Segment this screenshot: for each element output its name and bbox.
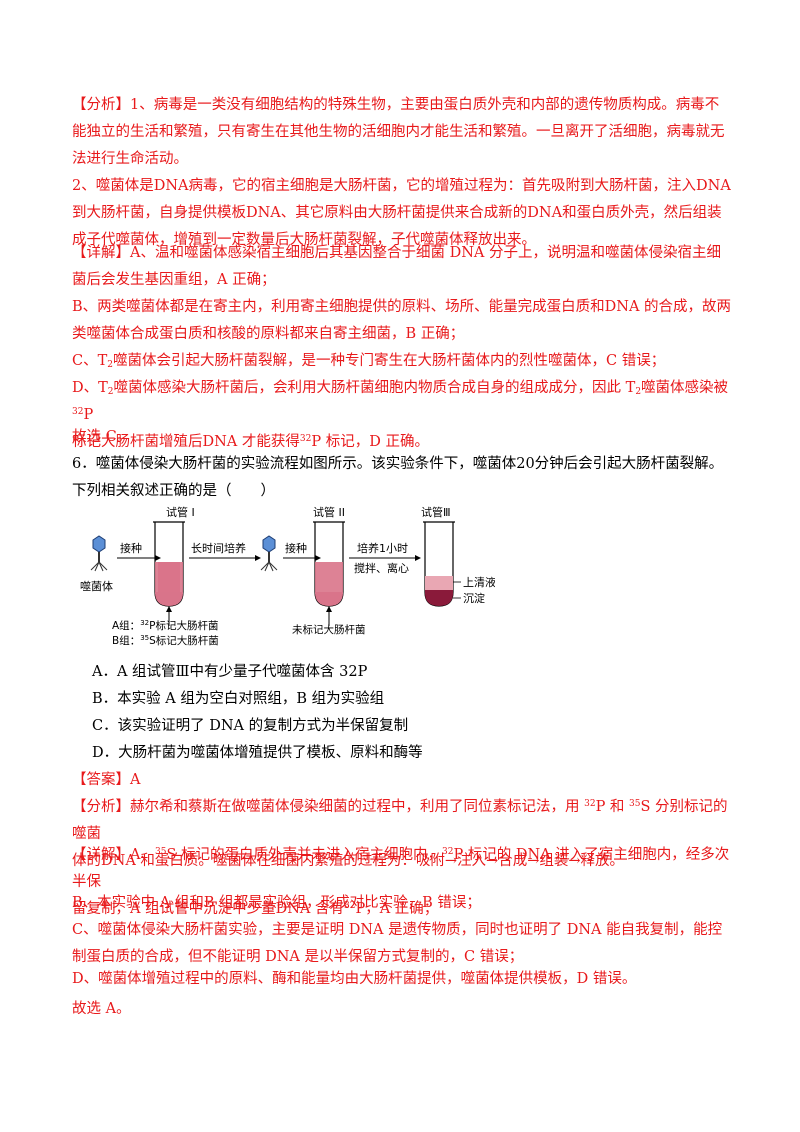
answer-line: 【答案】A xyxy=(72,772,141,788)
tube-1-label: 试管 I xyxy=(166,505,195,519)
phage-icon xyxy=(90,535,108,572)
detail-c-paragraph: C、T2噬菌体会引起大肠杆菌裂解，是一种专门寄生在大肠杆菌体内的烈性噬菌体，C … xyxy=(72,353,666,370)
option-c: C．该实验证明了 DNA 的复制方式为半保留复制 xyxy=(92,718,409,734)
experiment-diagram: 试管 I 试管 II 试管Ⅲ 噬菌体 接种 长时间培养 xyxy=(80,505,495,647)
long-culture-label: 长时间培养 xyxy=(191,541,246,555)
detail-d-paragraph: D、T2噬菌体感染大肠杆菌后，会利用大肠杆菌细胞内物质合成自身的组成成分，因此 … xyxy=(72,380,729,450)
detail-2-b: B、本实验中 A 组和B 组都是实验组，形成对比实验，B 错误； xyxy=(72,895,481,911)
detail-2-c: C、噬菌体侵染大肠杆菌实验，主要是证明 DNA 是遗传物质，同时也证明了 DNA… xyxy=(72,922,723,965)
tube-2-icon xyxy=(313,521,345,607)
group-a-label: A组：32P标记大肠杆菌 xyxy=(112,619,218,632)
answer-value: A xyxy=(130,772,141,788)
supernatant-label: 上清液 xyxy=(463,575,495,589)
tube-3-label: 试管Ⅲ xyxy=(421,505,451,519)
analysis-tag: 【分析】 xyxy=(72,97,130,113)
inoculate-label-1: 接种 xyxy=(120,541,142,555)
detail-2-d: D、噬菌体增殖过程中的原料、酶和能量均由大肠杆菌提供，噬菌体提供模板，D 错误。 xyxy=(72,971,637,987)
tube-2-label: 试管 II xyxy=(313,505,345,519)
option-a: A．A 组试管Ⅲ中有少量子代噬菌体含 32P xyxy=(92,664,368,680)
stir-centrifuge-label: 搅拌、离心 xyxy=(354,561,409,575)
inoculate-label-2: 接种 xyxy=(285,541,307,555)
detail-b-paragraph: B、两类噬菌体都是在寄主内，利用寄主细胞提供的原料、场所、能量完成蛋白质和DNA… xyxy=(72,299,732,342)
conclusion-1: 故选 C。 xyxy=(72,429,132,445)
phage-icon-2 xyxy=(260,535,278,572)
tube-3-icon xyxy=(423,521,455,607)
precipitate-label: 沉淀 xyxy=(463,591,485,605)
option-d: D．大肠杆菌为噬菌体增殖提供了模板、原料和酶等 xyxy=(92,745,423,761)
group-b-label: B组：35S标记大肠杆菌 xyxy=(112,634,219,647)
culture-1h-label: 培养1小时 xyxy=(357,541,408,555)
analysis-2-paragraph: 2、噬菌体是DNA病毒，它的宿主细胞是大肠杆菌，它的增殖过程为：首先吸附到大肠杆… xyxy=(72,178,731,248)
analysis-text-1: 1、病毒是一类没有细胞结构的特殊生物，主要由蛋白质外壳和内部的遗传物质构成。病毒… xyxy=(72,97,725,167)
detail-tag: 【详解】 xyxy=(72,245,130,261)
phage-label: 噬菌体 xyxy=(80,579,113,593)
analysis-1-paragraph: 【分析】1、病毒是一类没有细胞结构的特殊生物，主要由蛋白质外壳和内部的遗传物质构… xyxy=(72,92,732,173)
analysis-2-line-1: 【分析】赫尔希和蔡斯在做噬菌体侵染细菌的过程中，利用了同位素标记法，用 32P … xyxy=(72,799,728,869)
unlabeled-ecoli-label: 未标记大肠杆菌 xyxy=(292,623,366,636)
detail-2-a: 【详解】A、35S 标记的蛋白质外壳并未进入宿主细胞内，32P 标记的 DNA … xyxy=(72,847,730,917)
option-b: B．本实验 A 组为空白对照组，B 组为实验组 xyxy=(92,691,385,707)
tube-1-icon xyxy=(153,521,185,607)
question-stem: 6．噬菌体侵染大肠杆菌的实验流程如图所示。该实验条件下，噬菌体20分钟后会引起大… xyxy=(72,456,724,499)
detail-a-paragraph: 【详解】A、温和噬菌体感染宿主细胞后其基因整合于细菌 DNA 分子上，说明温和噬… xyxy=(72,245,721,288)
conclusion-2: 故选 A。 xyxy=(72,1001,131,1017)
